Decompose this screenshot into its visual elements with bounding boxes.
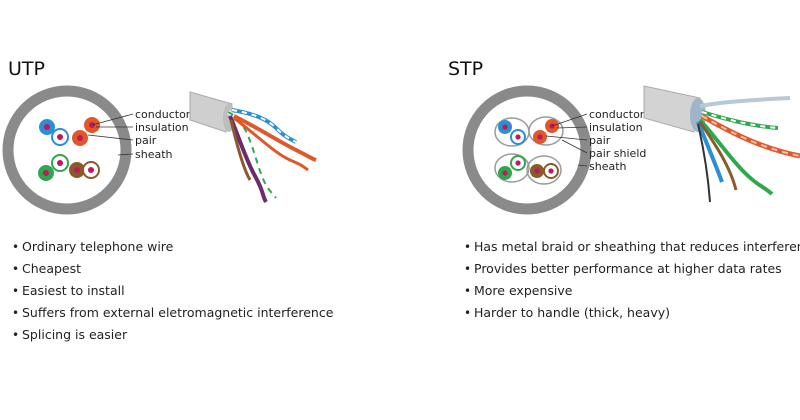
list-item: •Harder to handle (thick, heavy)	[464, 305, 670, 320]
utp-pair-green	[38, 154, 69, 181]
utp-callout-lines	[87, 113, 134, 156]
utp-pair-blue	[39, 119, 69, 146]
utp-diagram: conductor insulation pair sheath	[2, 85, 317, 215]
stp-cable-illustration	[643, 85, 800, 203]
list-item: •Suffers from external eletromagnetic in…	[12, 305, 334, 320]
stp-pair-shields	[494, 116, 564, 185]
stp-pair-brown	[530, 163, 559, 179]
utp-label-conductor: conductor	[135, 108, 191, 121]
list-item: •Splicing is easier	[12, 327, 128, 342]
stp-pair-green	[498, 155, 526, 180]
list-item: •More expensive	[464, 283, 573, 298]
list-item: •Provides better performance at higher d…	[464, 261, 782, 276]
utp-cable-illustration	[189, 91, 317, 203]
stp-label-sheath: sheath	[589, 160, 627, 173]
utp-title: UTP	[8, 58, 45, 80]
utp-sheath-ring	[2, 85, 132, 215]
stp-sheath-ring	[462, 85, 592, 215]
stp-label-conductor: conductor	[589, 108, 645, 121]
utp-label-insulation: insulation	[135, 121, 189, 134]
stp-callout-lines	[545, 113, 588, 167]
stp-label-insulation: insulation	[589, 121, 643, 134]
stp-label-pair: pair	[589, 134, 611, 147]
stp-bullet-list: •Has metal braid or sheathing that reduc…	[464, 236, 800, 324]
list-item: •Has metal braid or sheathing that reduc…	[464, 239, 800, 254]
utp-pair-brown	[69, 161, 100, 179]
stp-pair-blue	[498, 120, 526, 145]
stp-diagram: conductor insulation pair pair shield sh…	[462, 85, 800, 215]
utp-cross-section	[2, 85, 134, 215]
utp-panel: UTP	[2, 58, 333, 346]
stp-cross-section	[462, 85, 592, 215]
utp-label-sheath: sheath	[135, 148, 173, 161]
utp-pair-orange	[72, 117, 100, 146]
stp-panel: STP	[440, 0, 800, 420]
list-item: •Easiest to install	[12, 283, 125, 298]
list-item: •Ordinary telephone wire	[12, 239, 174, 254]
utp-label-pair: pair	[135, 134, 157, 147]
stp-label-pair-shield: pair shield	[589, 147, 646, 160]
utp-bullet-list: •Ordinary telephone wire •Cheapest •Easi…	[12, 236, 333, 346]
stp-title: STP	[448, 58, 484, 80]
list-item: •Cheapest	[12, 261, 82, 276]
